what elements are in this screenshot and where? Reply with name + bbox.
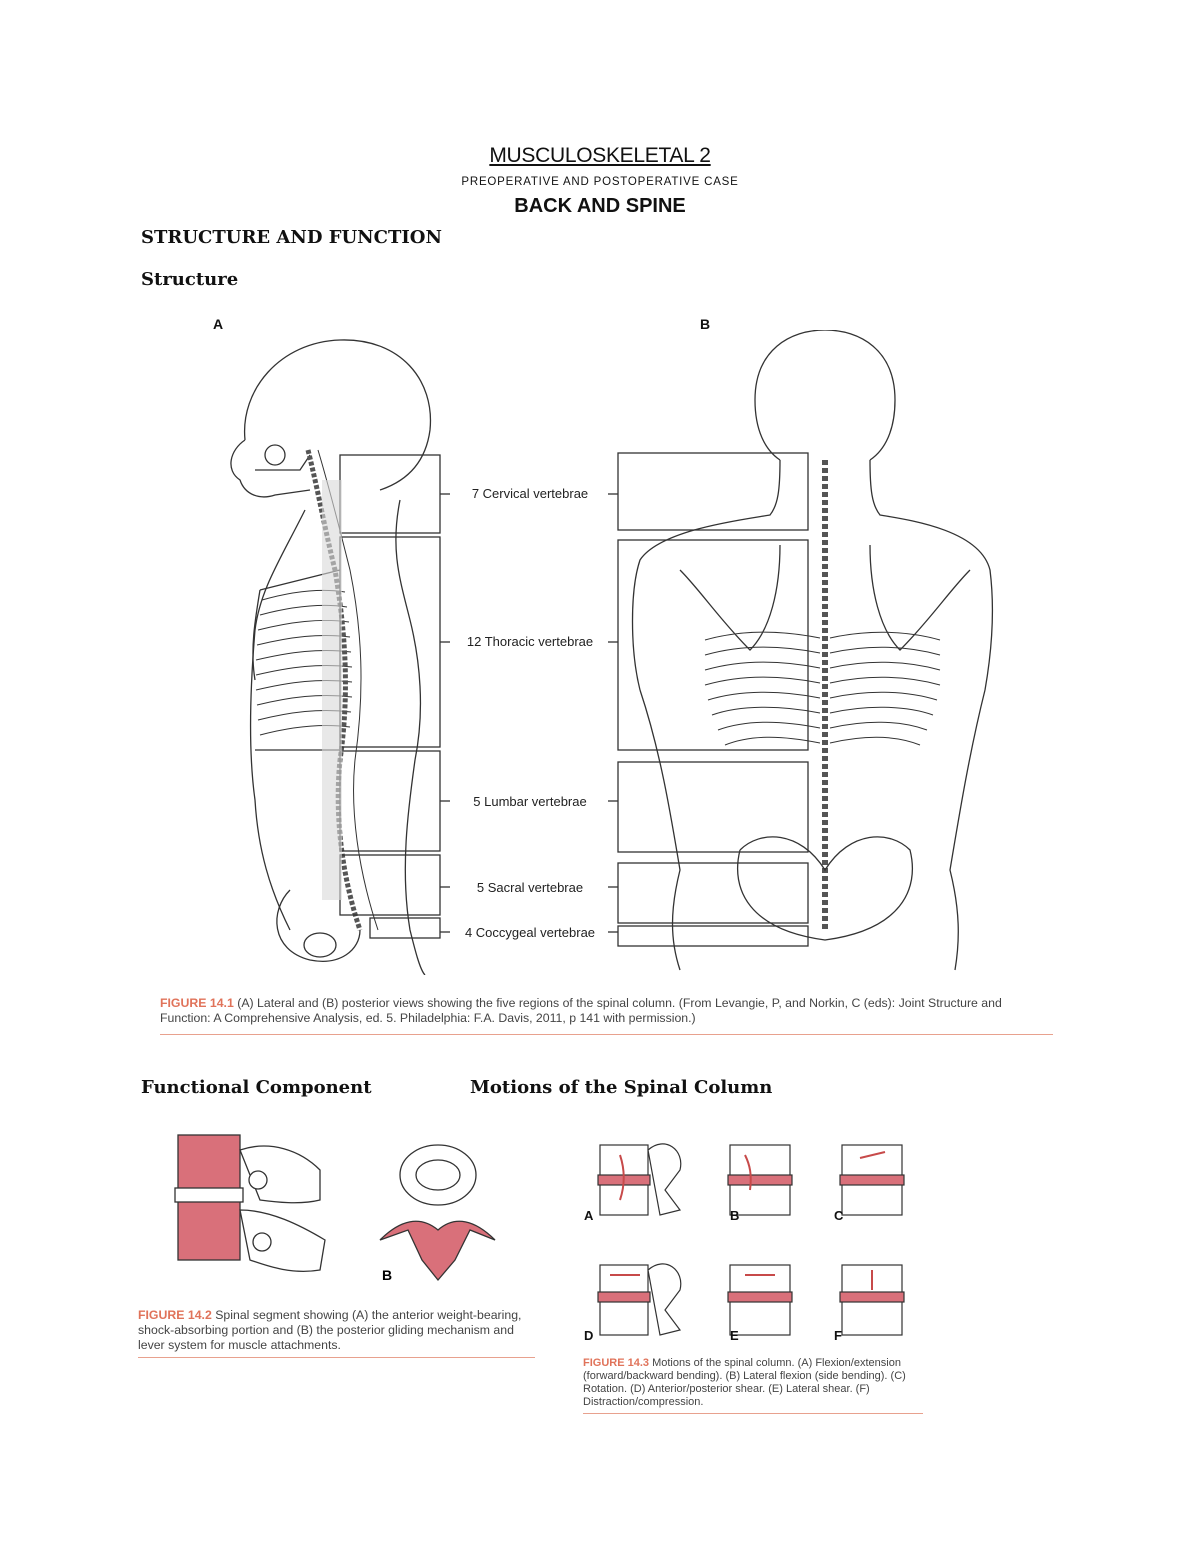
figure-14-2-illustration: A B	[170, 1134, 496, 1283]
figure-14-1-number: FIGURE 14.1	[160, 996, 234, 1010]
fig14-1-panel-b-label: B	[700, 316, 711, 332]
fig14-3-panel-c-label: C	[834, 1208, 844, 1223]
fig14-3-panel-e-label: E	[730, 1328, 739, 1343]
label-thoracic: 12 Thoracic vertebrae	[466, 634, 594, 649]
fig14-3-panel-a-label: A	[584, 1208, 594, 1223]
label-lumbar: 5 Lumbar vertebrae	[473, 794, 587, 809]
figure-14-3-text: Motions of the spinal column. (A) Flexio…	[583, 1357, 906, 1408]
heading-functional-component: Functional Component	[141, 1077, 372, 1098]
label-sacral: 5 Sacral vertebrae	[476, 880, 584, 895]
figure-14-3-caption: FIGURE 14.3 Motions of the spinal column…	[583, 1357, 923, 1409]
section-heading: BACK AND SPINE	[514, 195, 686, 217]
figure-14-2-number: FIGURE 14.2	[138, 1308, 212, 1322]
figure-14-2-text: Spinal segment showing (A) the anterior …	[138, 1308, 522, 1352]
page-title: MUSCULOSKELETAL 2	[489, 144, 711, 167]
figure-14-1-text: (A) Lateral and (B) posterior views show…	[160, 996, 1002, 1025]
heading-motions: Motions of the Spinal Column	[470, 1077, 773, 1098]
figure-14-3-illustration: A B C D E F	[584, 1143, 905, 1343]
figure-14-2-caption: FIGURE 14.2 Spinal segment showing (A) t…	[138, 1308, 533, 1353]
caption-rule-14-2	[138, 1357, 535, 1358]
figure-14-1-illustration	[230, 330, 994, 975]
label-cervical: 7 Cervical vertebrae	[471, 486, 589, 501]
fig14-3-panel-d-label: D	[584, 1328, 593, 1343]
caption-rule	[160, 1034, 1053, 1035]
label-coccygeal: 4 Coccygeal vertebrae	[464, 925, 596, 940]
page-subtitle: PREOPERATIVE AND POSTOPERATIVE CASE	[461, 176, 739, 188]
fig14-1-panel-a-label: A	[213, 316, 224, 332]
fig14-3-panel-b-label: B	[730, 1208, 739, 1223]
fig14-3-panel-f-label: F	[834, 1328, 842, 1343]
heading-structure-function: STRUCTURE AND FUNCTION	[141, 227, 442, 248]
fig14-2-panel-b-label: B	[382, 1267, 392, 1283]
figure-14-1-caption: FIGURE 14.1 (A) Lateral and (B) posterio…	[160, 996, 1040, 1026]
heading-structure: Structure	[141, 269, 239, 290]
caption-rule-14-3	[583, 1413, 923, 1414]
figure-14-3-number: FIGURE 14.3	[583, 1357, 650, 1369]
